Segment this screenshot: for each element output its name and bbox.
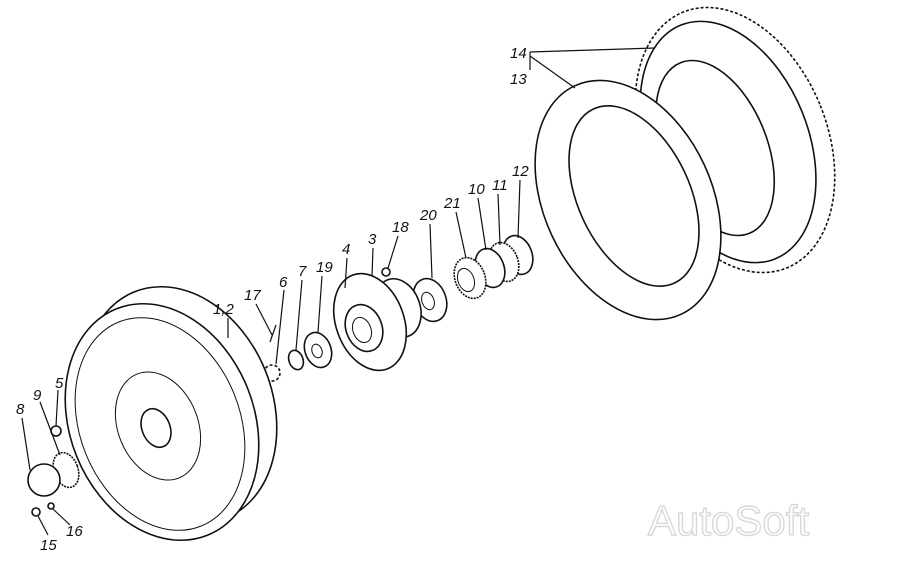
leader-lines [21,47,656,536]
label-13: 13 [510,71,527,88]
label-5: 5 [55,375,64,392]
label-16: 16 [66,523,83,540]
inner-tube [534,79,722,321]
label-10: 10 [468,181,485,198]
bolt [31,507,41,517]
grease-fitting [381,267,391,277]
label-14: 14 [510,45,527,62]
seal-rings [453,234,534,300]
hub-cap [27,463,61,497]
label-9: 9 [33,387,42,404]
label-17: 17 [244,287,261,304]
lock-washer [47,502,55,510]
label-4: 4 [342,241,350,258]
label-1-2: 1,2 [213,301,235,318]
label-11: 11 [492,177,508,194]
label-20: 20 [419,207,437,224]
label-18: 18 [392,219,409,236]
watermark: AutoSoft [648,497,809,544]
washer [287,349,305,371]
label-21: 21 [443,195,461,212]
cotter-pin [269,324,277,343]
label-6: 6 [279,274,288,291]
label-3: 3 [368,231,377,248]
bearing-19 [303,331,333,369]
label-19: 19 [316,259,333,276]
wheel-rim [64,285,278,542]
label-15: 15 [40,537,57,554]
label-12: 12 [512,163,529,180]
label-8: 8 [16,401,25,418]
label-7: 7 [298,263,307,280]
hub [332,272,422,372]
